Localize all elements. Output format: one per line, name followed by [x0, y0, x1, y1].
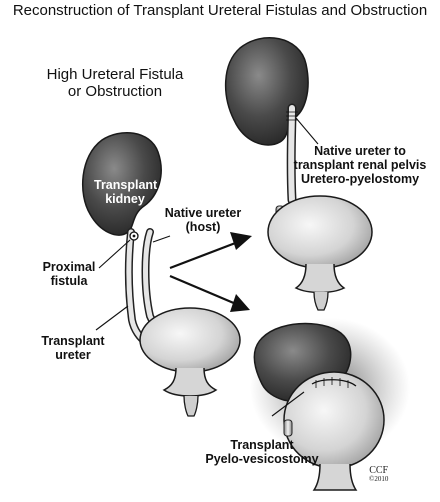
label-transplant-ureter-line-2: ureter [55, 348, 91, 362]
illustrator-credit: CCF ©2010 [369, 466, 388, 484]
arrow-to-bottom [169, 274, 237, 306]
bottom-ureter-stump [283, 419, 293, 437]
label-transplant-kidney: Transplant kidney [94, 178, 158, 206]
arrow-to-top [169, 240, 239, 270]
label-uretero-line-1: Native ureter to [314, 144, 406, 158]
left-transplant-kidney [81, 132, 162, 236]
top-bladder [267, 195, 373, 269]
label-pyelo-vesicostomy: Transplant Pyelo-vesicostomy [196, 438, 328, 466]
credit-initials: CCF [369, 465, 389, 476]
bottom-pyelo-vesicostomy [311, 379, 357, 387]
label-transplant-ureter: Transplant ureter [38, 334, 108, 362]
left-bladder [139, 307, 241, 373]
top-right-figure [224, 37, 373, 311]
label-pyelo-line-1: Transplant [230, 438, 294, 452]
label-transplant-kidney-line-1: Transplant [94, 178, 158, 192]
subtitle-line-1: High Ureteral Fistula [46, 66, 184, 83]
left-figure [81, 132, 241, 417]
direction-arrows [169, 232, 252, 312]
credit-year: ©2010 [369, 475, 389, 483]
label-native-ureter-line-2: (host) [185, 220, 221, 234]
subtitle-line-2: or Obstruction [67, 83, 163, 100]
label-transplant-ureter-line-1: Transplant [41, 334, 105, 348]
label-pyelo-line-2: Pyelo-vesicostomy [205, 452, 319, 466]
label-proximal-fistula-line-2: fistula [50, 274, 88, 288]
left-leader-lines [95, 235, 171, 331]
diagram-subtitle: High Ureteral Fistula or Obstruction [30, 66, 200, 100]
top-leader-line [295, 117, 319, 145]
label-uretero-line-3: Uretero-pyelostomy [300, 172, 420, 186]
label-uretero-line-2: transplant renal pelvis [293, 158, 427, 172]
label-native-ureter-line-1: Native ureter [164, 206, 242, 220]
label-native-ureter: Native ureter (host) [160, 206, 246, 234]
diagram-title: Reconstruction of Transplant Ureteral Fi… [12, 2, 428, 19]
label-proximal-fistula-line-1: Proximal [42, 260, 96, 274]
bottom-leader-line [271, 391, 305, 417]
label-uretero-pyelostomy: Native ureter to transplant renal pelvis… [284, 144, 436, 186]
label-proximal-fistula: Proximal fistula [36, 260, 102, 288]
left-bladder-neck [162, 367, 218, 397]
label-transplant-kidney-line-2: kidney [105, 192, 145, 206]
bottom-right-figure [250, 318, 410, 491]
